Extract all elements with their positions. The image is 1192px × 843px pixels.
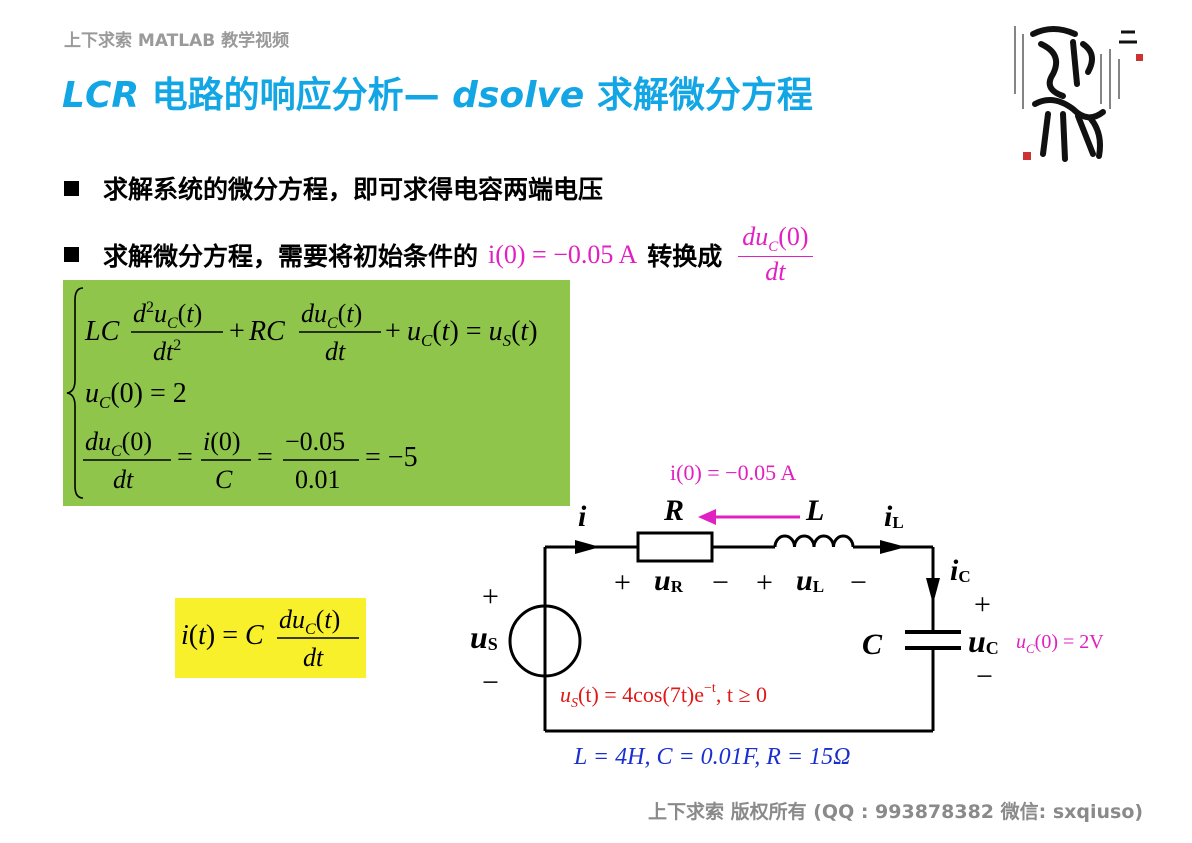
svg-text:i(0): i(0) xyxy=(203,427,241,456)
current-formula: i(t) = C duC(t) dt xyxy=(181,605,359,672)
svg-text:dt: dt xyxy=(325,337,346,366)
uC-plus: + xyxy=(974,588,991,621)
circuit-parameters: L = 4H, C = 0.01F, R = 15Ω xyxy=(573,744,850,770)
initial-current-expr: i(0) = −0.05 A xyxy=(488,239,638,269)
eq-result: = −5 xyxy=(365,442,418,473)
label-iL: iL xyxy=(884,500,904,533)
svg-text:dt: dt xyxy=(113,465,134,494)
uR-plus: + xyxy=(614,566,631,599)
current-arrow-iL xyxy=(880,540,906,554)
duc0-dt-fraction: duC(0) dt xyxy=(738,222,813,287)
bullet-1-text: 求解系统的微分方程，即可求得电容两端电压 xyxy=(103,175,604,204)
bullet-square xyxy=(64,180,79,196)
uL-minus: − xyxy=(850,566,867,599)
ode-system-equations: LC d2uC(t) dt2 + RC duC(t) dt + uC(t) = … xyxy=(66,287,538,499)
title-part2: 求解微分方程 xyxy=(584,75,813,116)
initial-voltage-label: uC(0) = 2V xyxy=(1016,631,1104,656)
svg-text:duC(0): duC(0) xyxy=(85,427,152,460)
bullet-2-text-before: 求解微分方程，需要将初始条件的 xyxy=(103,241,479,271)
eq-neg-005: −0.05 xyxy=(285,427,345,456)
label-uS: uS xyxy=(470,619,498,655)
label-R: R xyxy=(663,494,684,527)
bullet-square xyxy=(64,247,79,263)
title-dsolve: dsolve xyxy=(452,75,585,116)
page-title: LCR 电路的响应分析— dsolve 求解微分方程 xyxy=(62,66,813,118)
title-lcr: LCR xyxy=(62,75,140,116)
label-i: i xyxy=(578,500,587,533)
bullet-1: 求解系统的微分方程，即可求得电容两端电压 xyxy=(64,170,603,206)
footer-copyright: 上下求索 版权所有 (QQ : 993878382 微信: sxqiuso) xyxy=(648,801,1144,823)
svg-text:i(t) = C: i(t) = C xyxy=(181,620,264,651)
uR-minus: − xyxy=(712,566,729,599)
label-uL: uL xyxy=(796,564,824,597)
svg-text:=: = xyxy=(257,442,273,473)
header-brand: 上下求索 MATLAB 教学视频 xyxy=(64,31,290,51)
svg-text:+: + xyxy=(229,316,245,347)
resistor-symbol xyxy=(636,531,714,563)
svg-text:C: C xyxy=(215,465,233,494)
svg-text:dt2: dt2 xyxy=(153,337,181,366)
eq-001: 0.01 xyxy=(295,465,341,494)
initial-current-label: i(0) = −0.05 A xyxy=(670,460,796,485)
current-arrow-i xyxy=(575,540,600,554)
uS-plus: + xyxy=(482,580,499,613)
calligraphy-seal-logo xyxy=(1003,14,1151,164)
label-uR: uR xyxy=(654,564,684,597)
uC-minus: − xyxy=(976,660,993,693)
uS-minus: − xyxy=(482,666,499,699)
svg-text:uC(0) = 2: uC(0) = 2 xyxy=(85,378,187,412)
uL-plus: + xyxy=(756,566,773,599)
ode-system-box: LC d2uC(t) dt2 + RC duC(t) dt + uC(t) = … xyxy=(63,280,570,506)
svg-text:RC: RC xyxy=(248,316,285,347)
label-C: C xyxy=(862,628,883,661)
label-L: L xyxy=(805,494,824,527)
svg-text:uC(t) = uS(t): uC(t) = uS(t) xyxy=(407,316,538,350)
svg-text:LC: LC xyxy=(84,316,120,347)
label-uC: uC xyxy=(968,623,999,659)
svg-text:=: = xyxy=(177,442,193,473)
inductor-symbol xyxy=(773,534,855,548)
svg-text:d2uC(t): d2uC(t) xyxy=(133,299,202,332)
bullet-2: 求解微分方程，需要将初始条件的 i(0) = −0.05 A 转换成 duC(0… xyxy=(64,222,817,287)
title-part1: 电路的响应分析— xyxy=(139,75,453,116)
svg-text:duC(t): duC(t) xyxy=(279,605,340,638)
svg-text:+: + xyxy=(385,316,401,347)
label-iC: iC xyxy=(950,554,971,587)
current-formula-box: i(t) = C duC(t) dt xyxy=(175,598,366,678)
svg-text:duC(t): duC(t) xyxy=(301,299,362,332)
current-arrow-iC xyxy=(926,578,940,604)
svg-text:dt: dt xyxy=(303,643,324,672)
bullet-2-text-mid: 转换成 xyxy=(647,241,723,271)
source-equation: uS(t) = 4cos(7t)e−t, t ≥ 0 xyxy=(560,681,767,711)
